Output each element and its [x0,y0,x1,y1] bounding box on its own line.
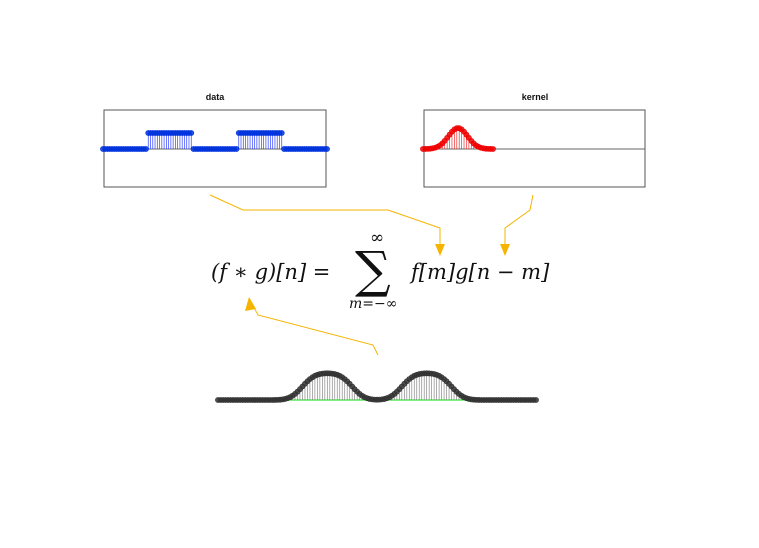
kernel-stem-plot [420,125,496,152]
arrow-kernel-to-g [504,194,534,252]
arrowhead-g [500,244,510,256]
arrowhead-conv [245,297,256,311]
kernel-marker [490,146,496,152]
data-marker [188,130,195,136]
data-marker [233,146,240,152]
data-stem-plot [100,130,330,152]
arrow-data-to-f [209,194,441,252]
kernel-panel-title: kernel [521,92,549,102]
output-stem-plot [215,370,539,403]
sum-upper-limit: ∞ [370,228,385,248]
sum-lower-limit: m=−∞ [349,296,398,312]
data-marker [324,146,330,152]
arrowhead-f [435,244,445,256]
formula-rhs: f[m]g[n − m] [411,260,550,284]
output-marker [533,397,539,403]
data-panel-title: data [205,92,225,102]
arrows [209,194,534,356]
data-marker [143,146,149,152]
summation-symbol: ∑ [355,241,391,299]
formula-lhs: (f ∗ g)[n] = [211,260,331,284]
data-marker [278,130,285,136]
